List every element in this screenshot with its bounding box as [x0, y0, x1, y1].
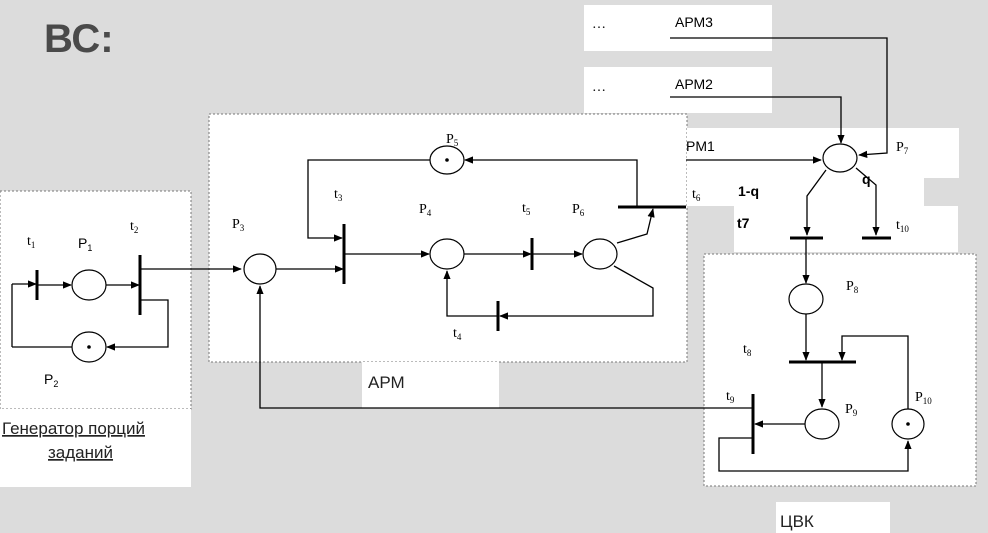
- arc-arm3-p7: [670, 37, 888, 159]
- place-p1: [71, 269, 107, 301]
- arm2-label: АРМ2: [675, 76, 713, 92]
- label-p8: P8: [846, 279, 859, 295]
- place-p3: [243, 253, 277, 285]
- arm2-ellipsis: …: [592, 80, 606, 95]
- token-p5: [445, 158, 449, 162]
- arc-t9-p10: [718, 437, 912, 472]
- label-t10: t10: [896, 218, 909, 234]
- label-t5: t5: [522, 201, 531, 217]
- label-t1: t1: [27, 234, 35, 250]
- arm1-label: PM1: [686, 138, 715, 154]
- arc-arm2-p7: [670, 96, 845, 144]
- arc-p6-t4: [499, 265, 654, 320]
- label-p1: P1: [78, 235, 92, 253]
- generator-caption-box: [0, 409, 191, 487]
- label-q: q: [862, 171, 871, 187]
- label-p6: P6: [572, 202, 585, 218]
- caption-arm: АРМ: [368, 373, 405, 392]
- label-t2: t2: [130, 219, 138, 235]
- place-p9: [804, 408, 840, 440]
- arm3-ellipsis: …: [592, 17, 606, 32]
- token-p10: [906, 422, 910, 426]
- arm3-label: АРМ3: [675, 14, 713, 30]
- label-t4: t4: [453, 326, 462, 342]
- label-p10: P10: [915, 390, 932, 406]
- label-one-minus-q: 1-q: [738, 183, 759, 199]
- arc-t9-p3: [256, 285, 753, 409]
- arc-p5-t3: [307, 159, 430, 242]
- place-p4: [429, 238, 465, 270]
- label-t8: t8: [743, 342, 752, 358]
- label-p9: P9: [845, 402, 858, 418]
- arc-p7-t7: [803, 169, 827, 236]
- cvk-caption-box: [776, 502, 890, 533]
- arc-t4-p4: [443, 270, 498, 317]
- arc-p10-t8: [838, 335, 909, 409]
- caption-generator-line2: заданий: [48, 443, 113, 462]
- arc-p6-t6: [616, 208, 655, 244]
- place-p8: [788, 283, 824, 315]
- caption-cvk: ЦВК: [780, 512, 814, 531]
- label-p3: P3: [232, 217, 245, 233]
- label-p2: P2: [44, 371, 58, 389]
- arc-p7-t10: [855, 167, 880, 236]
- label-p4: P4: [419, 202, 432, 218]
- label-t9: t9: [726, 389, 735, 405]
- p7-area-box-2: [687, 178, 924, 206]
- arm2-box: [584, 67, 772, 113]
- arm-caption-box: [362, 362, 499, 408]
- token-p2: [87, 345, 91, 349]
- arc-t6-p5: [464, 156, 638, 207]
- slide-title: ВС:: [44, 17, 114, 61]
- place-p7: [822, 143, 858, 173]
- place-p6: [582, 238, 618, 270]
- label-t3: t3: [334, 187, 343, 203]
- arc-t2-p2: [106, 299, 169, 351]
- p7-area-box: [687, 128, 959, 178]
- label-p5: P5: [446, 132, 459, 148]
- label-t6: t6: [692, 187, 701, 203]
- cvk-box: [703, 253, 977, 487]
- label-p7: P7: [896, 140, 909, 156]
- label-t7: t7: [737, 215, 750, 231]
- arm3-box: [584, 5, 772, 51]
- t7-t10-area-box: [734, 206, 958, 252]
- title-cut-overlay: [0, 0, 988, 6]
- caption-generator-line1: Генератор порций: [2, 419, 145, 438]
